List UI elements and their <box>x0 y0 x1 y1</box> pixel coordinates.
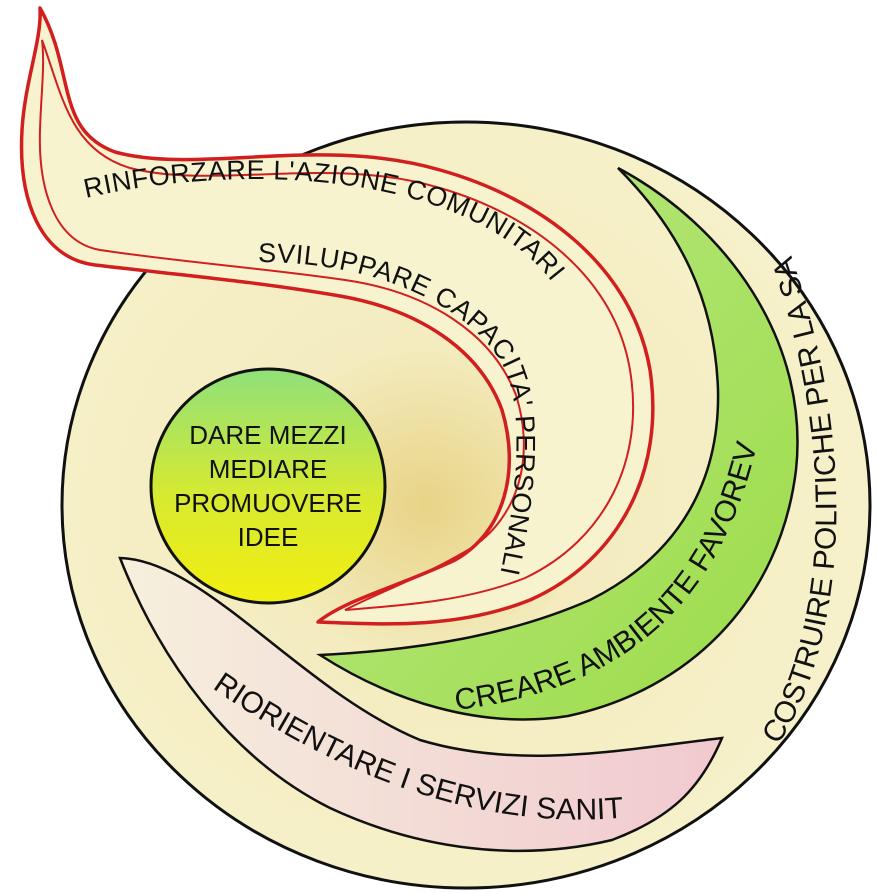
flame-inner-outline <box>38 39 635 611</box>
center-circle <box>149 367 387 605</box>
riorientare-band <box>118 556 724 853</box>
flame-band <box>19 6 655 626</box>
creare-band <box>316 166 799 721</box>
